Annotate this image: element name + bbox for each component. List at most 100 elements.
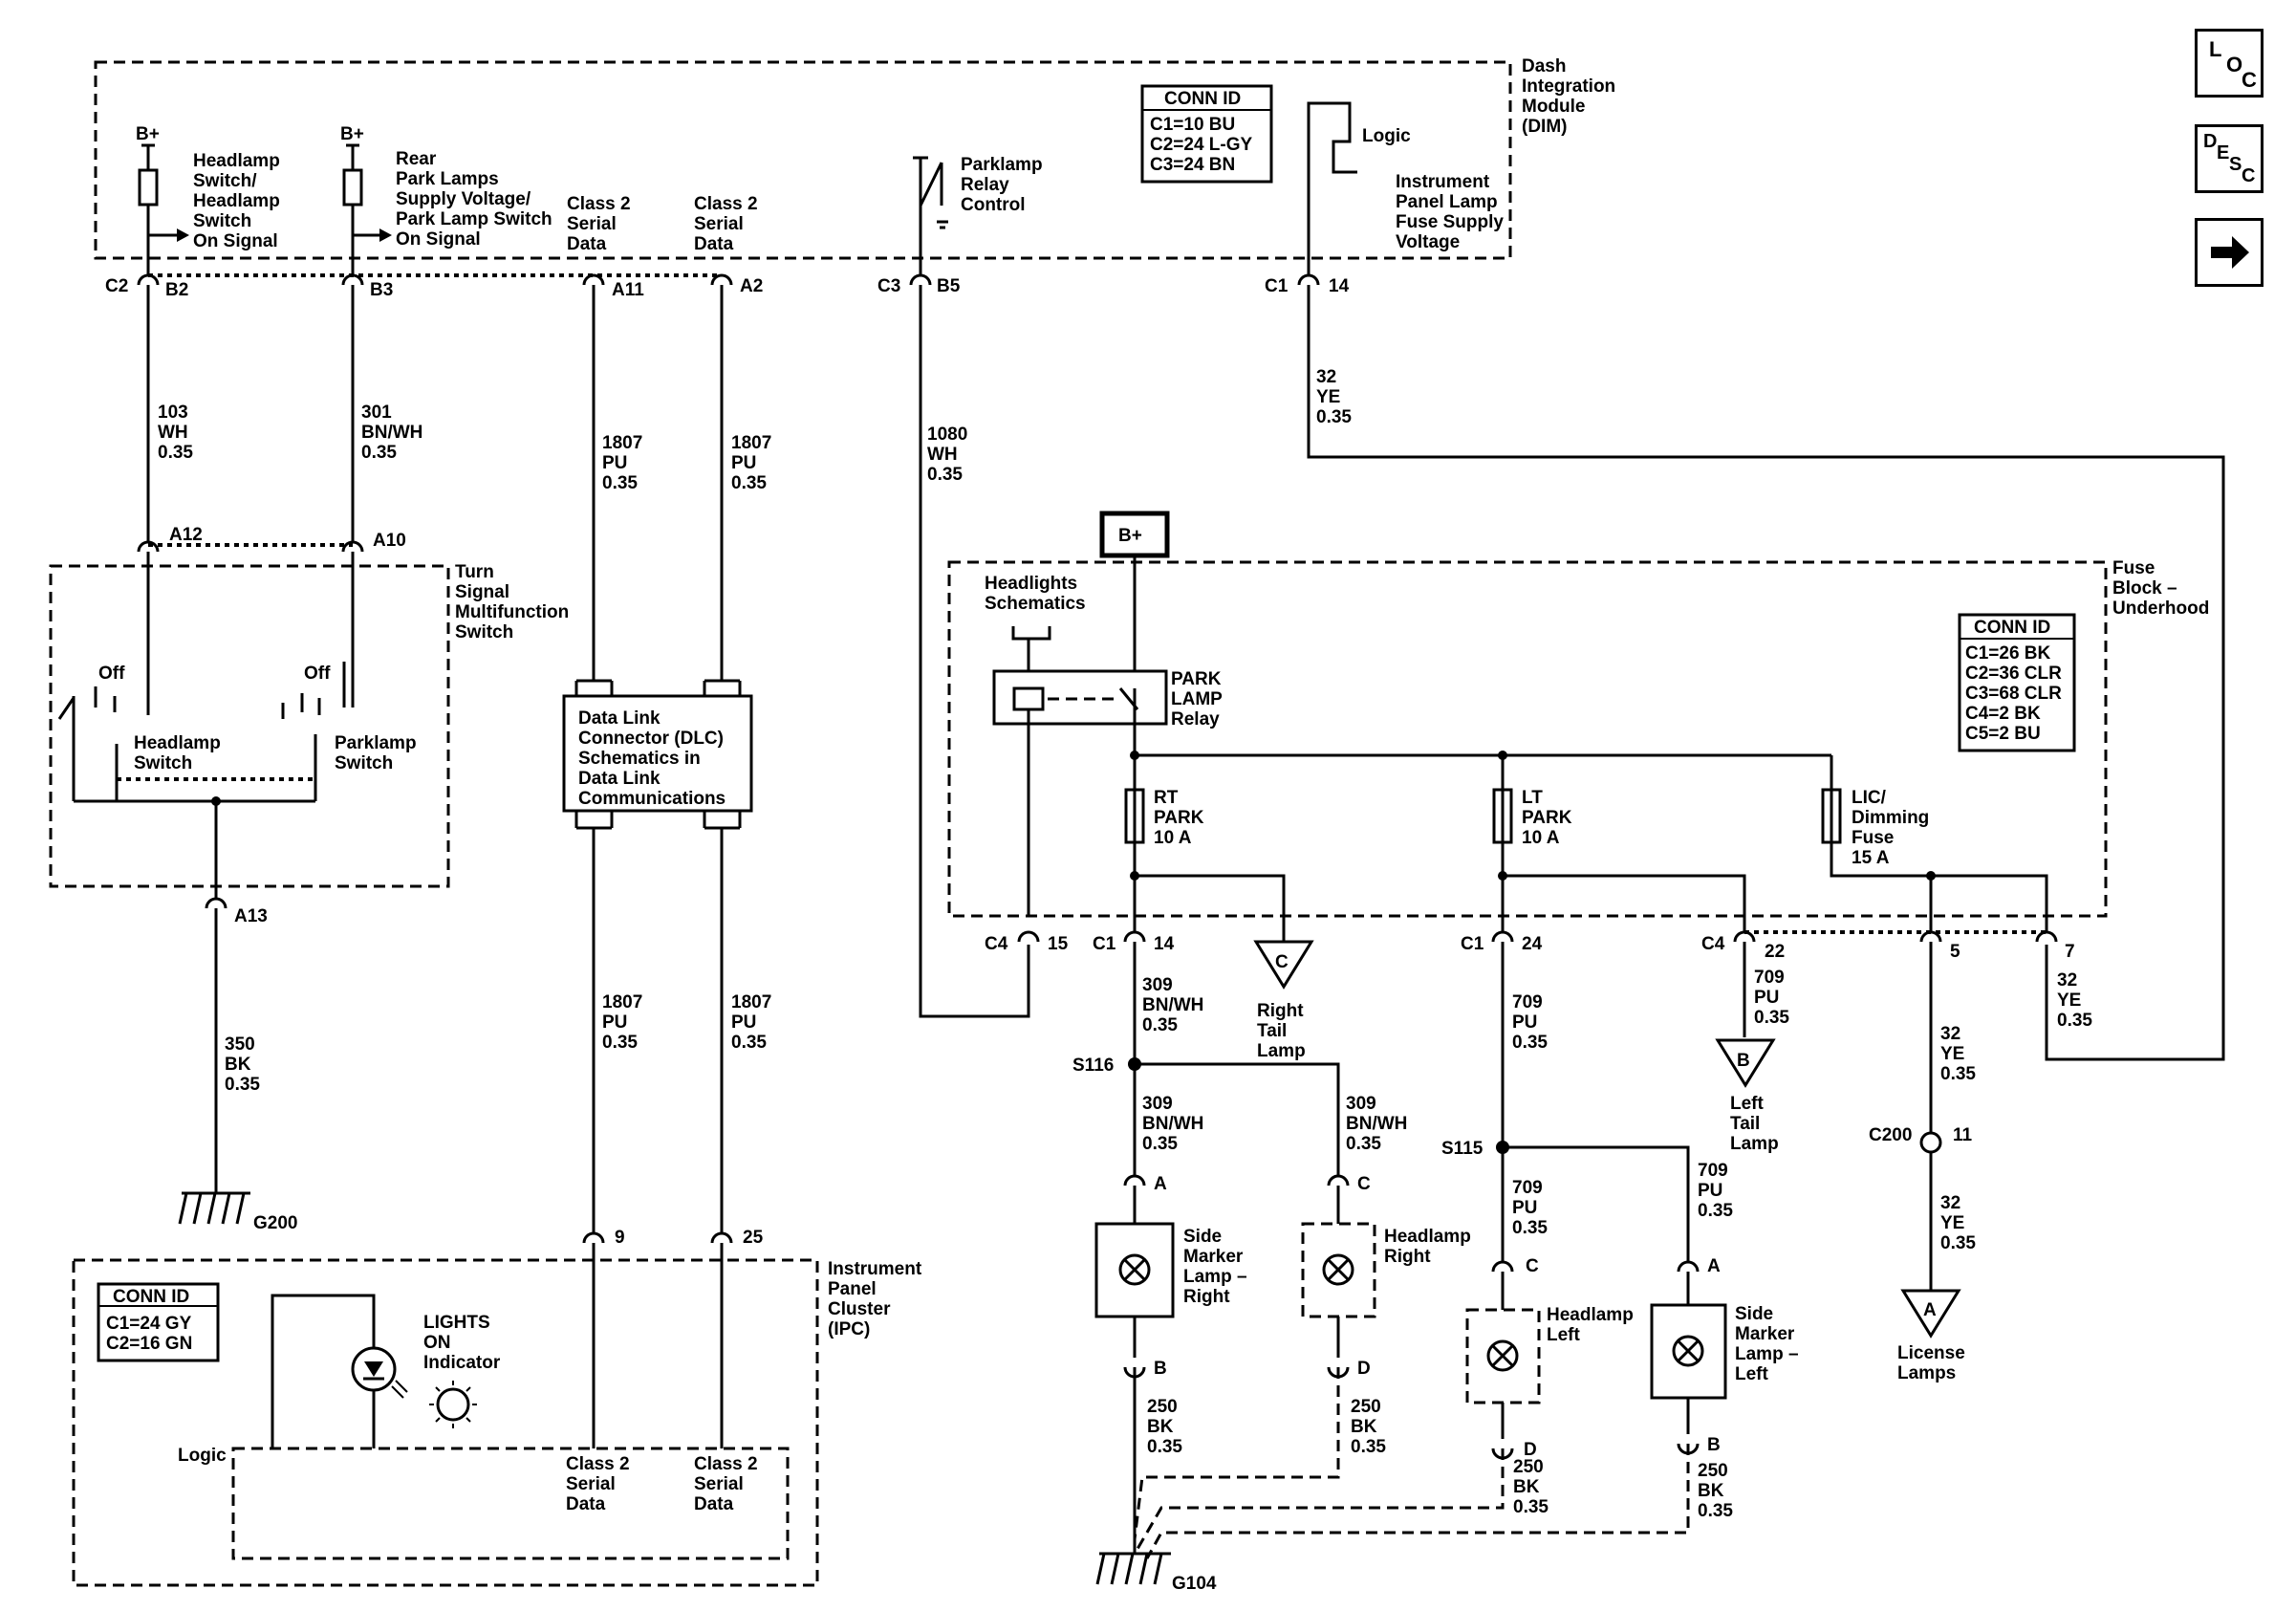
svg-text:BK: BK [1147, 1417, 1174, 1437]
svg-text:PU: PU [1754, 988, 1779, 1008]
svg-text:Switch: Switch [455, 622, 513, 642]
svg-text:0.35: 0.35 [158, 443, 193, 463]
svg-text:Schematics in: Schematics in [578, 749, 701, 769]
svg-text:0.35: 0.35 [225, 1075, 260, 1095]
svg-text:C: C [1357, 1174, 1371, 1194]
svg-text:Serial: Serial [694, 214, 744, 234]
svg-text:Tail: Tail [1730, 1114, 1760, 1134]
wire-709-d: 709 PU 0.35 [1698, 1161, 1733, 1221]
svg-text:C2=36 CLR: C2=36 CLR [1965, 664, 2062, 684]
svg-text:Data: Data [567, 234, 607, 254]
turn-signal-switch-boundary [49, 564, 450, 888]
next-page-button[interactable] [2195, 218, 2264, 287]
rt-park-fuse: RT PARK 10 A [1124, 788, 1286, 942]
svg-text:D: D [1524, 1440, 1537, 1460]
left-tail-lamp-ref: B Left Tail Lamp [1715, 1038, 1779, 1154]
svg-text:11: 11 [1953, 1125, 1973, 1145]
svg-text:C1=24 GY: C1=24 GY [106, 1314, 192, 1334]
wire-350: 350 BK 0.35 [214, 908, 260, 1193]
svg-text:PARK: PARK [1154, 808, 1204, 828]
desc-button[interactable]: D E S C [2195, 124, 2264, 193]
svg-text:Voltage: Voltage [1396, 232, 1460, 252]
svg-text:BK: BK [1351, 1417, 1377, 1437]
svg-text:32: 32 [1316, 367, 1336, 387]
svg-text:1807: 1807 [602, 992, 642, 1012]
svg-text:C2: C2 [105, 276, 128, 296]
svg-text:Data Link: Data Link [578, 708, 661, 729]
svg-text:B2: B2 [165, 280, 188, 300]
svg-text:Supply Voltage/: Supply Voltage/ [396, 189, 531, 209]
svg-text:Fuse: Fuse [2112, 558, 2155, 578]
svg-text:Dimming: Dimming [1852, 808, 1929, 828]
svg-text:C1: C1 [1461, 934, 1484, 954]
svg-text:Headlamp: Headlamp [1384, 1227, 1471, 1247]
svg-text:Turn: Turn [455, 562, 494, 582]
svg-text:License: License [1897, 1343, 1965, 1363]
svg-text:LIGHTS: LIGHTS [423, 1313, 490, 1333]
svg-text:32: 32 [1940, 1193, 1960, 1213]
svg-text:Right: Right [1183, 1287, 1230, 1307]
svg-text:Switch/: Switch/ [193, 171, 257, 191]
svg-text:Switch: Switch [335, 753, 393, 773]
svg-text:Right: Right [1384, 1247, 1431, 1267]
svg-text:G200: G200 [253, 1213, 297, 1233]
svg-text:Class 2: Class 2 [567, 194, 631, 214]
svg-text:BK: BK [1513, 1477, 1540, 1497]
svg-text:Tail: Tail [1257, 1021, 1287, 1041]
svg-text:Lamp: Lamp [1730, 1134, 1779, 1154]
svg-text:Class 2: Class 2 [694, 194, 758, 214]
ipc-boundary [72, 1258, 819, 1587]
svg-text:Off: Off [98, 664, 125, 684]
svg-text:250: 250 [1698, 1461, 1728, 1481]
svg-text:B: B [1154, 1359, 1167, 1379]
svg-text:YE: YE [1316, 387, 1340, 407]
svg-text:C: C [1526, 1256, 1539, 1276]
svg-text:Block –: Block – [2112, 578, 2177, 599]
svg-text:Park Lamps: Park Lamps [396, 169, 499, 189]
svg-text:C2=16 GN: C2=16 GN [106, 1334, 192, 1354]
svg-text:Dash: Dash [1522, 56, 1566, 76]
svg-text:0.35: 0.35 [927, 465, 963, 485]
svg-text:24: 24 [1522, 934, 1543, 954]
wire-709-b: 709 PU 0.35 [1743, 942, 1789, 1037]
svg-text:RT: RT [1154, 788, 1179, 808]
svg-text:B: B [1737, 1051, 1750, 1071]
svg-text:BK: BK [225, 1055, 251, 1075]
fuse-block-connectors: C4 15 C1 14 C1 24 C4 22 5 7 [985, 930, 2075, 962]
svg-text:Underhood: Underhood [2112, 599, 2209, 619]
wire-32-dim: 32 YE 0.35 [1307, 285, 2225, 1061]
svg-text:309: 309 [1142, 975, 1173, 995]
svg-text:LT: LT [1522, 788, 1543, 808]
svg-text:250: 250 [1513, 1457, 1544, 1477]
svg-text:Lamp –: Lamp – [1735, 1344, 1799, 1364]
svg-text:0.35: 0.35 [731, 1033, 767, 1053]
svg-text:B5: B5 [937, 276, 961, 296]
svg-text:5: 5 [1950, 942, 1960, 962]
dim-conn-id-table: CONN ID C1=10 BU C2=24 L-GY C3=24 BN [1140, 84, 1273, 184]
dlc-block: Data Link Connector (DLC) Schematics in … [562, 679, 753, 830]
dim-logic-block: Logic Instrument Panel Lamp Fuse Supply … [1307, 101, 1504, 275]
svg-text:Data: Data [566, 1494, 606, 1514]
svg-text:Relay: Relay [961, 175, 1009, 195]
svg-text:On Signal: On Signal [193, 231, 278, 251]
svg-text:BN/WH: BN/WH [1142, 995, 1203, 1015]
svg-text:C3=68 CLR: C3=68 CLR [1965, 684, 2062, 704]
wire-309-b: 309 BN/WH 0.35 [1142, 1094, 1203, 1154]
svg-text:C4: C4 [985, 934, 1008, 954]
svg-text:Headlamp: Headlamp [134, 733, 221, 753]
svg-text:Marker: Marker [1183, 1247, 1244, 1267]
loc-button[interactable]: L O C [2195, 29, 2264, 98]
dim-module-boundary [94, 60, 1512, 260]
svg-text:350: 350 [225, 1034, 255, 1055]
lic-dimming-fuse: LIC/ Dimming Fuse 15 A [1821, 788, 2048, 932]
svg-text:WH: WH [927, 445, 958, 465]
svg-text:0.35: 0.35 [1316, 407, 1352, 427]
svg-text:Lamp –: Lamp – [1183, 1267, 1247, 1287]
svg-text:Switch: Switch [193, 211, 251, 231]
svg-text:A: A [1707, 1256, 1721, 1276]
ipc-conn-id-table: CONN ID C1=24 GY C2=16 GN [97, 1282, 220, 1362]
connector-a10: A10 [373, 531, 406, 551]
svg-text:Right: Right [1257, 1001, 1304, 1021]
ipc-class2-labels: Class 2 Serial Data Class 2 Serial Data [566, 1454, 758, 1514]
svg-text:Indicator: Indicator [423, 1353, 501, 1373]
